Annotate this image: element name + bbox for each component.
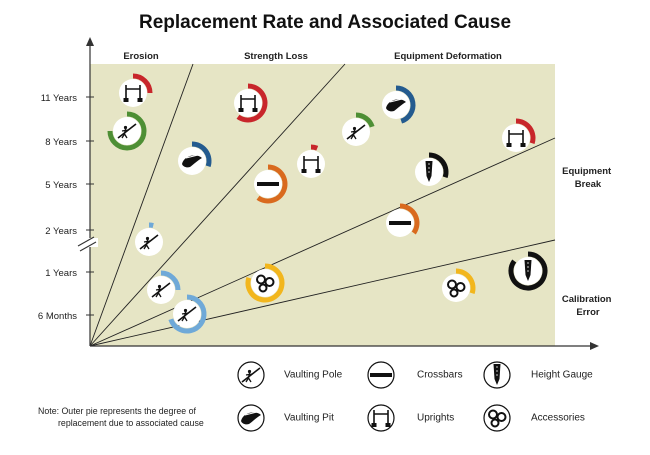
marker-vaulting-pole [342, 112, 375, 146]
y-tick-label: 2 Years [45, 226, 77, 237]
marker-degree-arc [399, 203, 420, 235]
side-label-equipment-break: Equipment Break [562, 166, 614, 190]
crossbars-icon [389, 221, 411, 225]
marker-degree-arc [455, 268, 476, 295]
legend-label: Height Gauge [531, 370, 593, 381]
y-tick-label: 1 Years [45, 268, 77, 279]
marker-disc [502, 124, 530, 152]
marker-uprights [234, 83, 268, 123]
marker-uprights [502, 118, 536, 152]
legend-label: Accessories [531, 413, 585, 424]
marker-height-gauge [508, 251, 548, 291]
legend-vaulting-pole: Vaulting Pole [237, 361, 343, 389]
marker-degree-arc [168, 294, 207, 334]
boundary-strength-loss-deformation [89, 63, 346, 347]
marker-vaulting-pole [107, 111, 147, 151]
marker-degree-arc [515, 118, 536, 145]
legend: Vaulting Pole Crossbars Height Gauge Vau… [237, 361, 593, 432]
marker-disc [119, 79, 147, 107]
x-axis-arrow [590, 342, 599, 350]
legend-height-gauge: Height Gauge [483, 361, 593, 389]
marker-crossbars [254, 164, 288, 204]
marker-degree-arc [355, 112, 375, 128]
axis-break-gap [82, 238, 98, 247]
marker-degree-arc [107, 111, 147, 151]
marker-degree-arc [256, 164, 288, 204]
boundary-break-calibration [89, 239, 556, 347]
y-tick-label: 6 Months [38, 311, 77, 322]
marker-degree-arc [148, 222, 154, 228]
marker-vaulting-pole [135, 222, 163, 256]
marker-vaulting-pit [178, 141, 212, 175]
side-label-calibration-error: Calibration Error [562, 294, 614, 318]
y-tick-label: 8 Years [45, 137, 77, 148]
region-label-erosion: Erosion [123, 51, 159, 62]
marker-degree-arc [310, 144, 319, 151]
marker-vaulting-pole [147, 270, 181, 304]
legend-label: Vaulting Pit [284, 413, 334, 424]
marker-degree-arc [428, 152, 449, 179]
legend-label: Vaulting Pole [284, 370, 343, 381]
marker-uprights [119, 73, 153, 107]
legend-label: Crossbars [417, 370, 463, 381]
marker-disc [234, 89, 262, 117]
legend-uprights-icon [367, 404, 395, 432]
marker-uprights [297, 144, 325, 178]
marker-degree-arc [395, 85, 416, 124]
boundary-deformation-break [89, 137, 556, 347]
marker-degree-arc [508, 251, 548, 291]
legend-crossbars: Crossbars [367, 361, 463, 389]
marker-crossbars [386, 203, 420, 237]
marker-vaulting-pit [382, 85, 416, 124]
footnote: Note: Outer pie represents the degree of… [38, 406, 204, 428]
equipment-markers [107, 73, 548, 334]
axis-break-mark [77, 236, 95, 247]
y-tick-label: 11 Years [41, 93, 78, 104]
legend-accessories: Accessories [483, 404, 585, 432]
legend-label: Uprights [417, 413, 454, 424]
marker-degree-arc [236, 83, 268, 123]
marker-degree-arc [245, 263, 285, 303]
marker-degree-arc [160, 270, 181, 291]
y-tick-label: 5 Years [45, 180, 77, 191]
legend-vaulting-pit: Vaulting Pit [237, 404, 334, 432]
boundary-erosion-strength-loss [89, 63, 194, 347]
axis-break-mark [79, 241, 97, 252]
marker-disc [297, 150, 325, 178]
marker-degree-arc [132, 73, 153, 94]
marker-vaulting-pole [168, 294, 207, 334]
legend-uprights: Uprights [367, 404, 454, 432]
region-label-equipment-deformation: Equipment Deformation [394, 51, 502, 62]
marker-degree-arc [191, 141, 212, 168]
marker-accessories [245, 263, 285, 303]
region-label-strength-loss: Strength Loss [244, 51, 308, 62]
chart-title: Replacement Rate and Associated Cause [139, 12, 511, 33]
crossbars-icon [257, 182, 279, 186]
marker-height-gauge [415, 152, 449, 186]
y-axis-arrow [86, 37, 94, 46]
marker-accessories [442, 268, 476, 302]
